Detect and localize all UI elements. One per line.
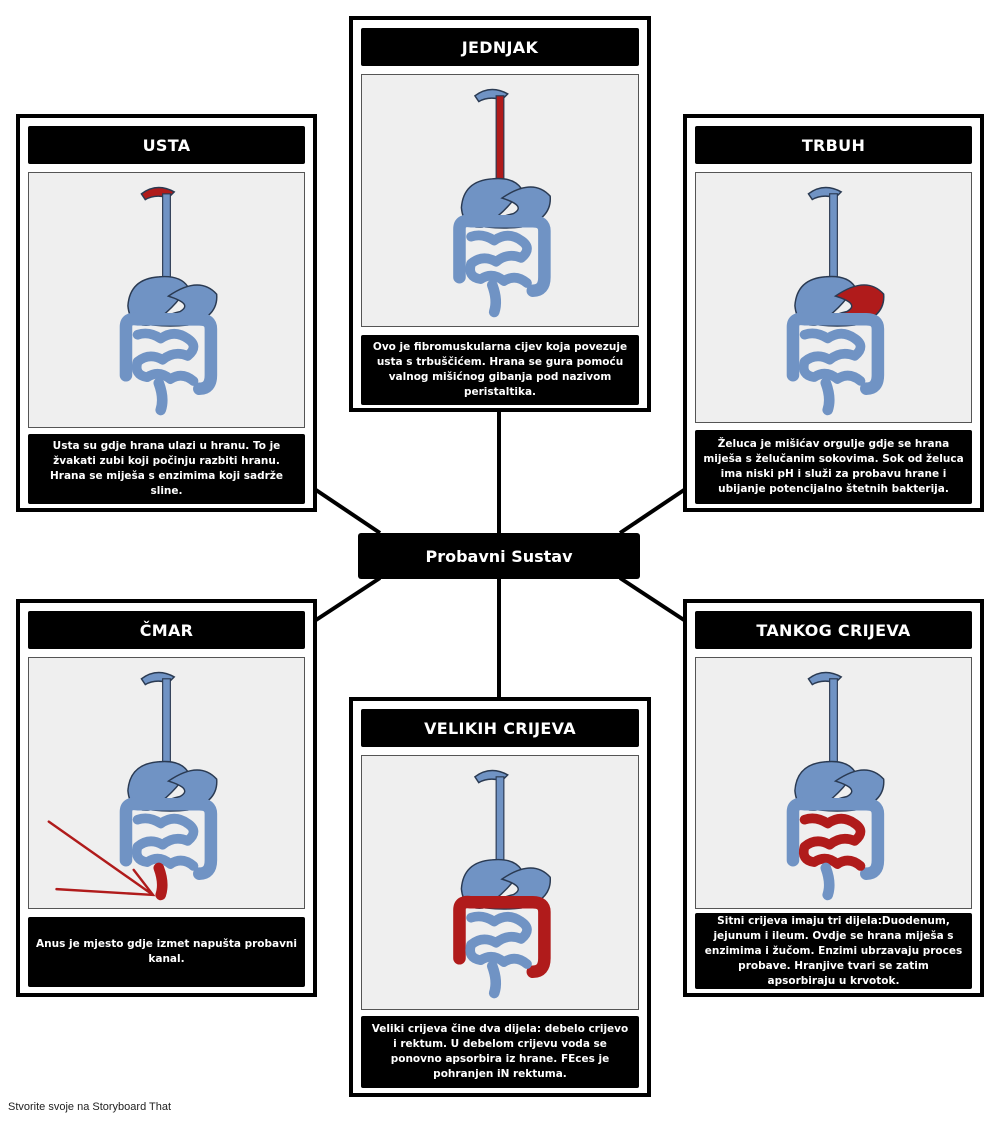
large-intestine-shape	[453, 214, 551, 298]
card-title: ČMAR	[28, 611, 305, 649]
card-title: JEDNJAK	[361, 28, 639, 66]
card-usta: USTA Usta su gdje hrana ulazi u hranu. T…	[16, 114, 317, 512]
digestive-system-illustration	[28, 172, 305, 428]
digestive-system-illustration	[695, 657, 972, 909]
footer-credit: Stvorite svoje na Storyboard That	[8, 1101, 172, 1113]
digestive-system-illustration	[361, 755, 639, 1010]
rectum-shape	[820, 862, 835, 901]
card-description: Sitni crijeva imaju tri dijela:Duodenum,…	[695, 913, 972, 989]
card-title: VELIKIH CRIJEVA	[361, 709, 639, 747]
small-intestine-shape	[465, 911, 532, 969]
center-title: Probavni Sustav	[358, 533, 640, 579]
card-title: TANKOG CRIJEVA	[695, 611, 972, 649]
card-description: Anus je mjesto gdje izmet napušta probav…	[28, 917, 305, 987]
rectum-shape	[153, 377, 168, 416]
card-title: TRBUH	[695, 126, 972, 164]
rectum-shape	[486, 960, 502, 999]
esophagus-shape	[162, 193, 171, 288]
card-description: Želuca je mišićav orgulje gdje se hrana …	[695, 430, 972, 504]
rectum-shape	[820, 377, 835, 416]
digestive-system-illustration	[361, 74, 639, 327]
card-description: Usta su gdje hrana ulazi u hranu. To je …	[28, 434, 305, 504]
esophagus-shape	[495, 776, 505, 871]
card-trbuh: TRBUH Želuca je mišićav orgulje gdje se …	[683, 114, 984, 512]
digestive-system-illustration	[28, 657, 305, 909]
esophagus-shape	[829, 193, 838, 287]
large-intestine-shape	[119, 797, 218, 880]
rectum-shape	[153, 862, 168, 901]
small-intestine-shape	[131, 328, 199, 386]
large-intestine-shape	[786, 797, 885, 880]
pointer-arrow	[47, 820, 156, 897]
small-intestine-shape	[798, 328, 866, 386]
card-tankog-crijeva: TANKOG CRIJEVA Sitni crijeva imaju tri d…	[683, 599, 984, 997]
large-intestine-shape	[119, 312, 218, 396]
card-title: USTA	[28, 126, 305, 164]
card-velikih-crijeva: VELIKIH CRIJEVA Veliki crijeva čine dva …	[349, 697, 651, 1097]
digestive-system-illustration	[695, 172, 972, 423]
small-intestine-shape	[131, 813, 199, 871]
card-description: Veliki crijeva čine dva dijela: debelo c…	[361, 1016, 639, 1088]
large-intestine-shape	[453, 895, 551, 979]
card-jednjak: JEDNJAK Ovo je fibromuskularna cijev koj…	[349, 16, 651, 412]
esophagus-shape	[829, 678, 838, 773]
small-intestine-shape	[465, 230, 532, 288]
card-description: Ovo je fibromuskularna cijev koja povezu…	[361, 335, 639, 405]
esophagus-shape	[495, 95, 505, 190]
card-cmar: ČMAR Anus je mjesto gdje izmet napušta p…	[16, 599, 317, 997]
large-intestine-shape	[786, 312, 885, 395]
small-intestine-shape	[798, 813, 866, 871]
rectum-shape	[486, 279, 502, 318]
esophagus-shape	[162, 678, 171, 773]
